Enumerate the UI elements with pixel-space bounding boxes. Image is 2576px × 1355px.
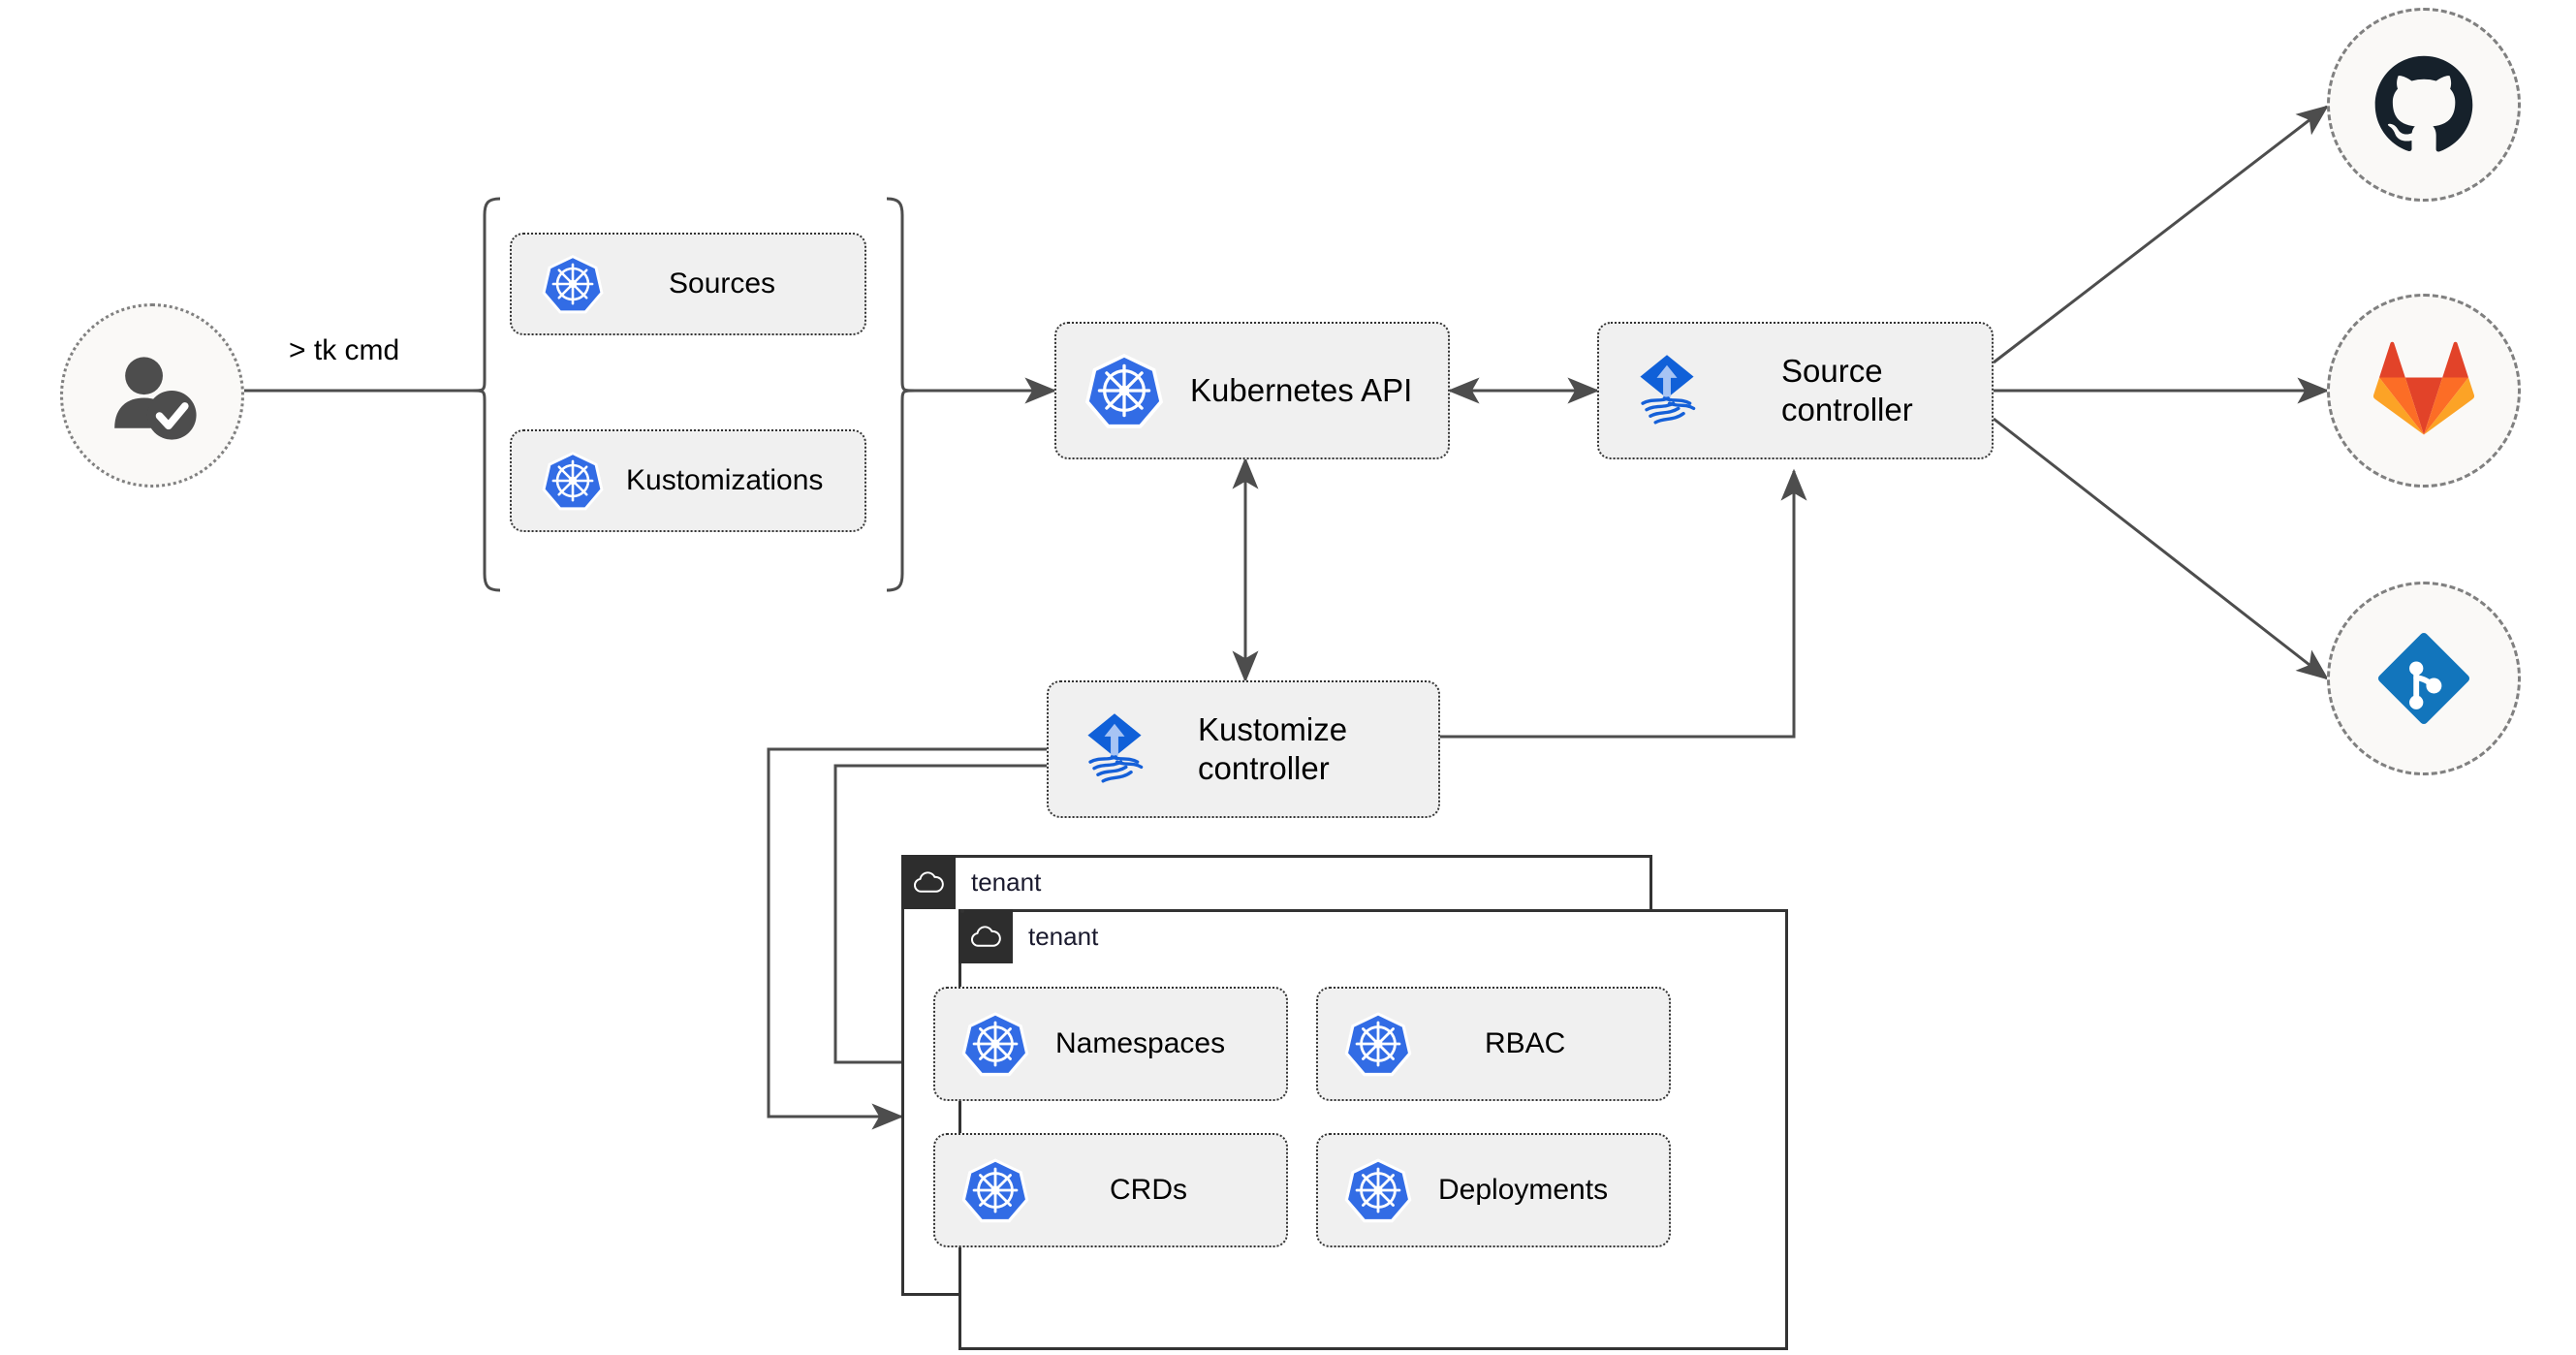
github-icon [2372,52,2476,157]
edge-source-controller-to-git [1993,417,2329,680]
node-kustomize-controller[interactable]: Kustomize controller [1047,680,1440,818]
tenant-item-label: Deployments [1438,1174,1609,1206]
flux-icon [1626,350,1708,431]
user-node[interactable] [60,303,244,488]
tenant-item-label: CRDs [1110,1174,1187,1206]
flux-icon [1074,709,1155,790]
git-icon [2373,628,2474,729]
tenant-window-front[interactable]: tenant [958,909,1788,1350]
node-label-line1: Source [1781,352,1883,389]
node-source-controller[interactable]: Source controller [1597,322,1994,459]
brace-left-upper [471,197,501,393]
brace-right-lower [886,389,916,592]
tenant-item-namespaces[interactable]: Namespaces [933,987,1288,1101]
tenant-header: tenant [958,909,1098,963]
tenant-item-namespaces[interactable] [960,909,964,913]
node-label-line2: controller [1198,750,1330,786]
node-kubernetes-api[interactable]: Kubernetes API [1054,322,1450,459]
kubernetes-icon [1084,350,1165,431]
resource-card-kustomizations[interactable]: Kustomizations [510,429,866,532]
provider-github[interactable] [2327,8,2521,202]
tenant-header: tenant [901,855,1041,909]
tenant-title: tenant [971,867,1042,897]
kubernetes-icon [1343,1009,1413,1079]
kubernetes-icon [541,449,605,513]
tenant-item-label: RBAC [1485,1027,1566,1059]
resource-card-label: Kustomizations [626,464,824,496]
cloud-icon [958,909,1013,963]
node-label-line2: controller [1781,392,1913,427]
resource-card-label: Sources [669,268,776,299]
user-verified-icon [100,343,204,448]
provider-gitlab[interactable] [2327,294,2521,488]
kubernetes-icon [541,252,605,316]
brace-left-lower [471,389,501,592]
brace-right-upper [886,197,916,393]
edge-kustomize-controller-to-source-controller [1440,468,1807,739]
provider-git[interactable] [2327,582,2521,775]
tenant-item-crds[interactable]: CRDs [933,1133,1288,1247]
tenant-item-label: Namespaces [1055,1027,1226,1059]
node-label-line1: Kustomize [1198,710,1348,747]
resource-card-sources[interactable]: Sources [510,233,866,335]
gitlab-icon [2373,340,2474,441]
command-label: > tk cmd [289,334,400,366]
tenant-item-deployments[interactable]: Deployments [1316,1133,1671,1247]
tenant-title: tenant [1028,921,1099,951]
cloud-icon [901,855,956,909]
kubernetes-icon [1343,1155,1413,1225]
kubernetes-icon [960,1009,1030,1079]
kubernetes-icon [960,1155,1030,1225]
tenant-item-rbac[interactable]: RBAC [1316,987,1671,1101]
node-label: Kubernetes API [1190,372,1413,408]
edge-source-controller-to-github [1993,105,2329,364]
